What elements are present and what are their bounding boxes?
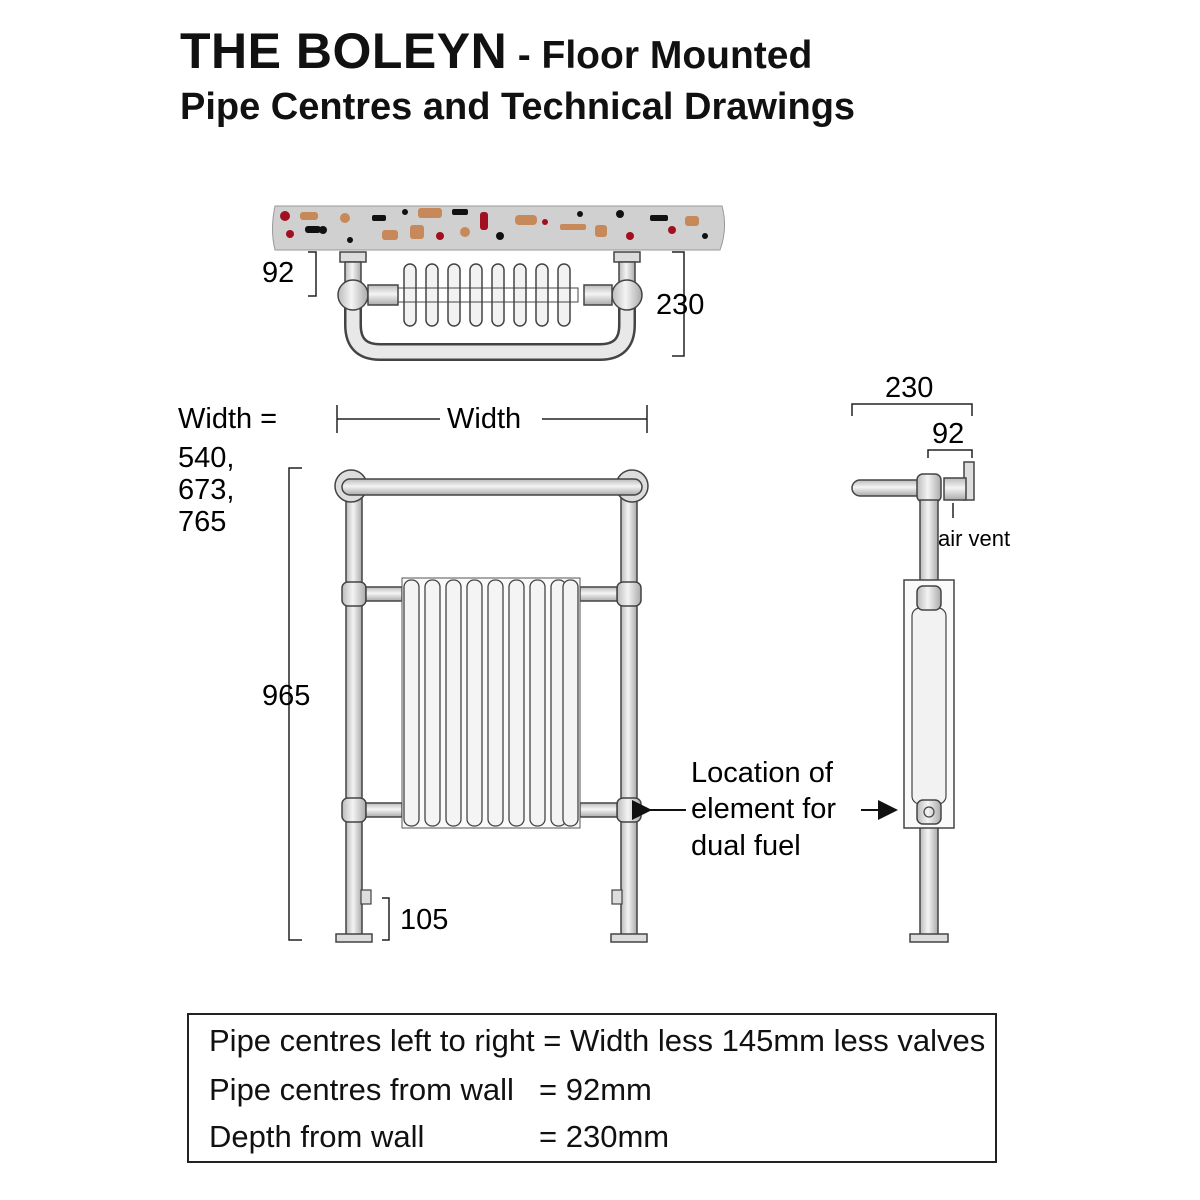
top-view: 92 230 [262,205,726,361]
mounting-type: - Floor Mounted [517,34,813,77]
note-value: = Width less 145mm less valves [543,1023,986,1058]
front-view: Width = 540, 673, 765 Width 965 [178,403,649,943]
title: THE BOLEYN - Floor Mounted [180,22,812,80]
note-value: = 230mm [539,1119,670,1154]
top-dim-92: 92 [262,257,294,289]
pipe-centres-notes: Pipe centres left to right = Width less … [187,1013,997,1163]
side-view: 230 92 air vent [851,372,1010,943]
side-pipe-dimension: 92 [932,418,964,450]
width-value-2: 673, [178,474,234,506]
note-value: = 92mm [539,1072,652,1107]
stone-specks [280,208,708,243]
height-dimension: 965 [262,680,310,712]
element-note-line-1: Location of [691,757,834,789]
valve-height-dimension: 105 [400,904,448,936]
element-note-line-2: element for [691,793,836,825]
side-depth-dimension: 230 [885,372,933,404]
width-dimension-label: Width [447,403,521,435]
air-vent-label: air vent [938,526,1010,551]
subtitle: Pipe Centres and Technical Drawings [180,86,856,128]
width-value-1: 540, [178,442,234,474]
note-label: Pipe centres left to right [209,1023,535,1058]
top-dim-230: 230 [656,289,704,321]
note-row-depth: Depth from wall = 230mm [209,1119,669,1155]
element-note-line-3: dual fuel [691,830,801,862]
width-value-3: 765 [178,506,226,538]
radiator-front [401,577,581,829]
radiator-top [397,263,579,327]
note-label: Pipe centres from wall [209,1072,514,1107]
element-location-note: Location of element for dual fuel [632,757,898,862]
stone-floor [272,205,726,251]
note-label: Depth from wall [209,1119,425,1154]
width-equals-label: Width = [178,403,277,435]
product-name: THE BOLEYN [180,23,508,79]
note-row-left-right: Pipe centres left to right = Width less … [209,1023,985,1059]
note-row-from-wall: Pipe centres from wall = 92mm [209,1072,652,1108]
